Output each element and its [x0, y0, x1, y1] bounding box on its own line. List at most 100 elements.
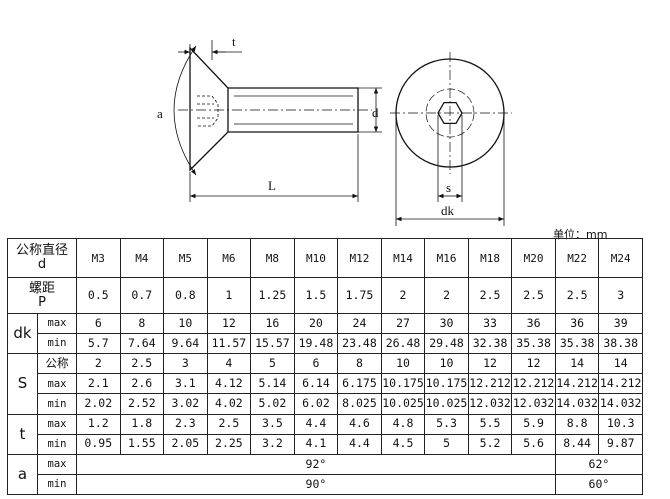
- t-min-cell: 0.95: [76, 433, 121, 455]
- s-nom-cell: 14: [598, 353, 643, 375]
- pitch-cell: 1: [206, 277, 252, 315]
- dk-min-cell: 9.64: [163, 333, 208, 355]
- s-label: S: [7, 353, 38, 415]
- s-max-cell: 4.12: [206, 373, 252, 395]
- dk-max-cell: 39: [598, 313, 643, 335]
- t-max-cell: 4.8: [380, 413, 426, 435]
- s-nom-cell: 5: [250, 353, 295, 375]
- s-nom-cell: 4: [206, 353, 252, 375]
- dk-min-cell: 5.7: [76, 333, 121, 355]
- t-max-cell: 4.4: [293, 413, 339, 435]
- s-nom-cell: 8: [337, 353, 382, 375]
- t-max-cell: 8.8: [554, 413, 600, 435]
- t-max-cell: 10.3: [598, 413, 643, 435]
- s-nom-cell: 2.5: [119, 353, 165, 375]
- s-max-cell: 5.14: [250, 373, 295, 395]
- pitch-cell: 2.5: [467, 277, 513, 315]
- t-max-cell: 5.5: [467, 413, 513, 435]
- dk-max-cell: 20: [293, 313, 339, 335]
- size-cell: M16: [424, 237, 469, 279]
- pitch-cell: 2: [424, 277, 469, 315]
- t-min-cell: 3.2: [250, 433, 295, 455]
- pitch-cell: 2.5: [511, 277, 556, 315]
- dk-max-cell: 10: [163, 313, 208, 335]
- size-cell: M20: [511, 237, 556, 279]
- t-min-cell: 4.4: [337, 433, 382, 455]
- dk-min-cell: 23.48: [337, 333, 382, 355]
- size-cell: M12: [337, 237, 382, 279]
- dk-min-cell: 19.48: [293, 333, 339, 355]
- dk-max-cell: 24: [337, 313, 382, 335]
- s-min-row: min 2.02 2.52 3.02 4.02 5.02 6.02 8.025 …: [8, 393, 643, 415]
- s-max-cell: 14.212: [598, 373, 643, 395]
- s-nom-cell: 14: [554, 353, 600, 375]
- dk-min-cell: 11.57: [206, 333, 252, 355]
- pitch-cell: 1.5: [293, 277, 339, 315]
- dk-min-cell: 35.38: [554, 333, 600, 355]
- dk-max-cell: 12: [206, 313, 252, 335]
- t-max-cell: 5.3: [424, 413, 469, 435]
- dk-max-cell: 6: [76, 313, 121, 335]
- t-max-cell: 1.2: [76, 413, 121, 435]
- size-cell: M3: [76, 237, 121, 279]
- a-min-row: min 90° 60°: [8, 473, 644, 496]
- a-max-label: max: [36, 453, 78, 475]
- t-min-cell: 2.05: [163, 433, 208, 455]
- dk-max-cell: 27: [380, 313, 426, 335]
- size-cell: M6: [206, 237, 252, 279]
- s-min-cell: 14.032: [554, 393, 600, 415]
- t-max-label: max: [36, 413, 78, 435]
- s-max-cell: 2.1: [76, 373, 121, 395]
- dk-max-cell: 16: [250, 313, 295, 335]
- label-a: a: [157, 106, 163, 121]
- s-nom-cell: 2: [76, 353, 121, 375]
- t-min-cell: 4.1: [293, 433, 339, 455]
- pitch-cell: 0.5: [76, 277, 121, 315]
- end-view: [390, 52, 512, 226]
- dk-min-cell: 15.57: [250, 333, 295, 355]
- s-max-label: max: [36, 373, 78, 395]
- s-max-cell: 2.6: [119, 373, 165, 395]
- s-min-cell: 6.02: [293, 393, 339, 415]
- dk-max-label: max: [36, 313, 78, 335]
- s-max-row: max 2.1 2.6 3.1 4.12 5.14 6.14 6.175 10.…: [8, 373, 643, 395]
- dk-min-label: min: [36, 333, 78, 355]
- t-max-cell: 4.6: [337, 413, 382, 435]
- s-nom-cell: 12: [467, 353, 513, 375]
- dk-min-cell: 29.48: [424, 333, 469, 355]
- a-min-label: min: [36, 473, 78, 496]
- s-nom-row: S 公称 2 2.5 3 4 5 6 8 10 10 12 12 14 14: [7, 353, 643, 415]
- size-cell: M24: [598, 237, 643, 279]
- s-min-cell: 2.02: [76, 393, 121, 415]
- s-min-cell: 14.032: [598, 393, 643, 415]
- screw-head: [189, 46, 229, 172]
- size-cell: M14: [380, 237, 426, 279]
- size-cell: M8: [250, 237, 295, 279]
- t-min-cell: 2.25: [206, 433, 252, 455]
- dk-max-cell: 33: [467, 313, 513, 335]
- t-min-cell: 5.6: [511, 433, 556, 455]
- t-label: t: [7, 413, 38, 455]
- size-cell: M18: [467, 237, 513, 279]
- unit-label: 单位：mm: [553, 228, 608, 241]
- label-L: L: [268, 178, 276, 193]
- pitch-cell: 2.5: [554, 277, 600, 315]
- label-d: d: [372, 105, 379, 120]
- s-max-cell: 14.212: [554, 373, 600, 395]
- label-dk: dk: [441, 203, 455, 218]
- s-min-cell: 10.025: [380, 393, 426, 415]
- dk-max-cell: 36: [554, 313, 600, 335]
- pitch-cell: 0.7: [119, 277, 165, 315]
- t-min-cell: 9.87: [598, 433, 643, 455]
- dk-max-row: dk max 6 8 10 12 16 20 24 27 30 33 36 36…: [7, 313, 643, 355]
- a-max-value-large: 62°: [554, 453, 644, 475]
- s-max-cell: 12.212: [511, 373, 556, 395]
- s-min-cell: 10.025: [424, 393, 469, 415]
- s-max-cell: 6.14: [293, 373, 339, 395]
- t-max-cell: 5.9: [511, 413, 556, 435]
- t-min-cell: 1.55: [119, 433, 165, 455]
- size-cell: M4: [119, 237, 165, 279]
